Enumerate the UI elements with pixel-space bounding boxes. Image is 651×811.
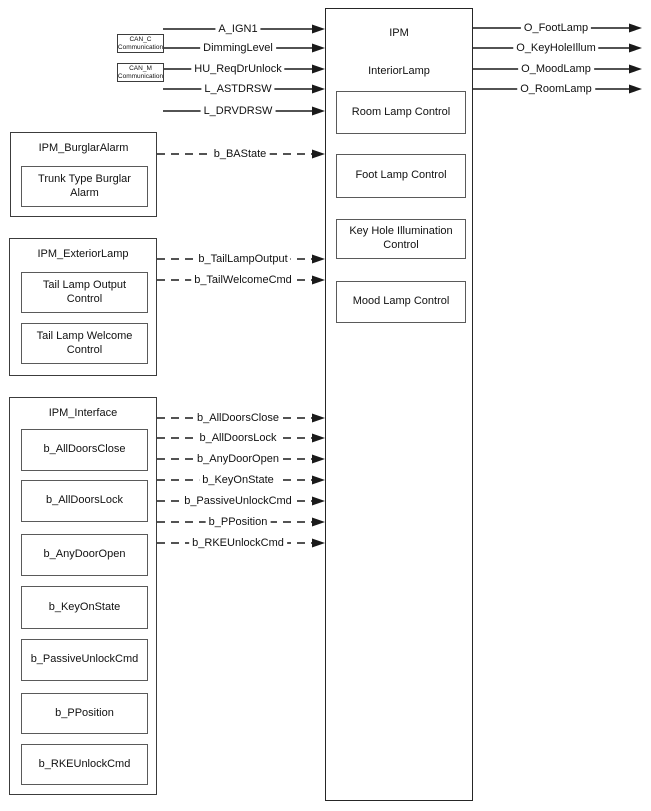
- exterior-lamp-item-tail-output: Tail Lamp Output Control: [21, 272, 148, 313]
- interface-item-keyonstate: b_KeyOnState: [21, 586, 148, 629]
- burglar-alarm-item-trunk-type: Trunk Type Burglar Alarm: [21, 166, 148, 207]
- bus-label-b-bastate: b_BAState: [210, 148, 270, 160]
- bus-label-b-alldoorsclose: b_AllDoorsClose: [194, 412, 282, 424]
- interface-item-alldoorslock: b_AllDoorsLock: [21, 480, 148, 522]
- ipm-subtitle: InteriorLamp: [368, 65, 430, 77]
- input-label-l-astdrsw: L_ASTDRSW: [201, 83, 275, 95]
- bus-label-b-pposition: b_PPosition: [205, 516, 271, 528]
- can-m-name: CAN_M: [129, 65, 152, 73]
- interface-item-rkeunlockcmd: b_RKEUnlockCmd: [21, 744, 148, 785]
- exterior-lamp-block: IPM_ExteriorLamp Tail Lamp Output Contro…: [9, 238, 157, 376]
- bus-label-b-keyonstate: b_KeyOnState: [199, 474, 277, 486]
- input-label-l-drvdrsw: L_DRVDRSW: [200, 105, 276, 117]
- ipm-block: IPM InteriorLamp Room Lamp Control Foot …: [325, 8, 473, 801]
- burglar-alarm-block: IPM_BurglarAlarm Trunk Type Burglar Alar…: [10, 132, 157, 217]
- interface-item-anydooropen: b_AnyDoorOpen: [21, 534, 148, 576]
- bus-label-b-rkeunlockcmd: b_RKEUnlockCmd: [189, 537, 287, 549]
- interface-item-alldoorsclose: b_AllDoorsClose: [21, 429, 148, 471]
- can-m-caption: Communication: [117, 72, 164, 80]
- interface-item-pposition: b_PPosition: [21, 693, 148, 734]
- interface-title: IPM_Interface: [48, 407, 118, 419]
- bus-label-b-passiveunlockcmd: b_PassiveUnlockCmd: [181, 495, 295, 507]
- output-label-o-roomlamp: O_RoomLamp: [517, 83, 595, 95]
- output-label-o-moodlamp: O_MoodLamp: [518, 63, 594, 75]
- output-label-o-keyholeillum: O_KeyHoleIllum: [513, 42, 599, 54]
- can-c-caption: Communication: [117, 43, 164, 51]
- input-label-dimminglevel: DimmingLevel: [200, 42, 276, 54]
- control-box-room-lamp: Room Lamp Control: [336, 91, 466, 134]
- interface-block: IPM_Interface b_AllDoorsClose b_AllDoors…: [9, 397, 157, 795]
- input-label-hu-reqdrunlock: HU_ReqDrUnlock: [191, 63, 285, 75]
- control-box-foot-lamp: Foot Lamp Control: [336, 154, 466, 198]
- exterior-lamp-title: IPM_ExteriorLamp: [37, 248, 129, 260]
- control-box-mood-lamp: Mood Lamp Control: [336, 281, 466, 323]
- exterior-lamp-item-tail-welcome: Tail Lamp Welcome Control: [21, 323, 148, 364]
- bus-label-b-tailwelcomecmd: b_TailWelcomeCmd: [191, 274, 295, 286]
- can-c-name: CAN_C: [129, 36, 152, 44]
- can-c-node: CAN_C Communication: [117, 34, 164, 53]
- output-label-o-footlamp: O_FootLamp: [520, 22, 592, 34]
- control-box-key-hole-illumination: Key Hole Illumination Control: [336, 219, 466, 259]
- bus-label-b-alldoorslock: b_AllDoorsLock: [196, 432, 280, 444]
- interface-item-passiveunlockcmd: b_PassiveUnlockCmd: [21, 639, 148, 681]
- can-m-node: CAN_M Communication: [117, 63, 164, 82]
- burglar-alarm-title: IPM_BurglarAlarm: [38, 142, 129, 154]
- input-label-a-ign1: A_IGN1: [215, 23, 261, 35]
- bus-label-b-taillampoutput: b_TailLampOutput: [195, 253, 291, 265]
- ipm-title: IPM: [389, 27, 409, 39]
- bus-label-b-anydooropen: b_AnyDoorOpen: [194, 453, 282, 465]
